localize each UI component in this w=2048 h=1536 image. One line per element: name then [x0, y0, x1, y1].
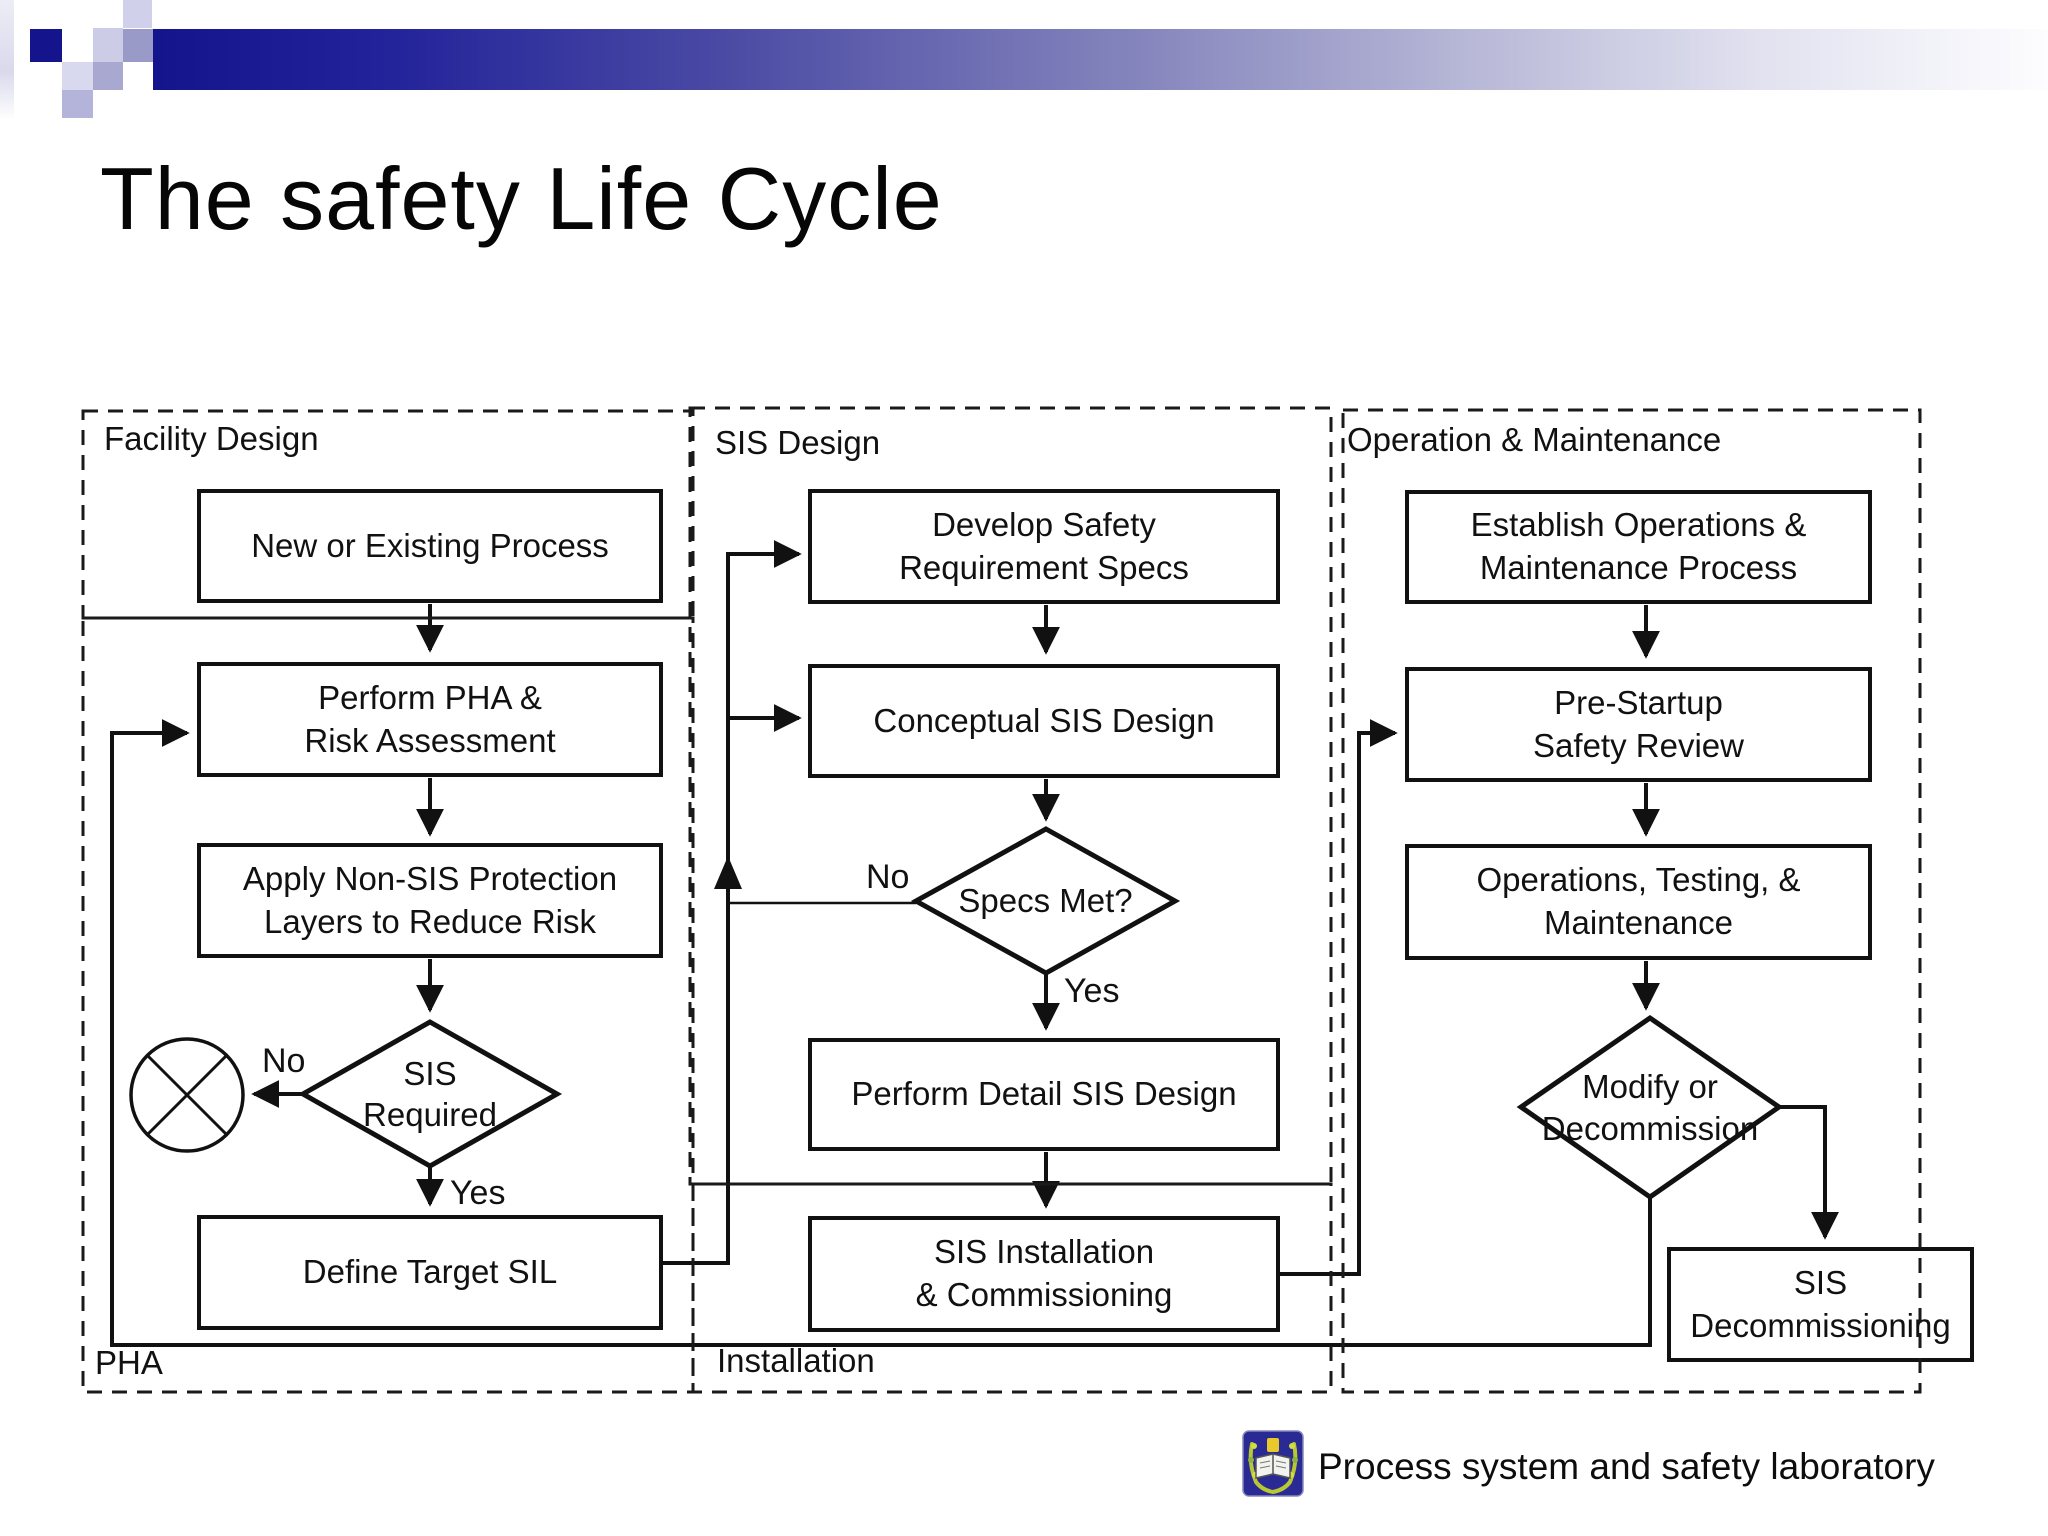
deco-square-mid2 [93, 62, 123, 90]
node-sis-decommissioning: SIS Decommissioning [1667, 1247, 1974, 1362]
left-gradient-strip [0, 0, 14, 120]
node-apply-non-sis: Apply Non-SIS Protection Layers to Reduc… [197, 843, 663, 958]
deco-square-light-top [123, 0, 152, 28]
page-title: The safety Life Cycle [100, 149, 943, 248]
node-perform-pha: Perform PHA & Risk Assessment [197, 662, 663, 777]
connector-installation-to-prestartup [1280, 719, 1398, 1276]
label-modify-decommission: Modify or Decommission [1541, 1068, 1759, 1147]
edge-label-yes-sis-required: Yes [450, 1174, 506, 1212]
node-establish-operations: Establish Operations & Maintenance Proce… [1405, 490, 1872, 604]
node-new-or-existing-process: New or Existing Process [197, 489, 663, 603]
node-sis-installation: SIS Installation & Commissioning [808, 1216, 1280, 1332]
edge-label-no-sis-required: No [262, 1042, 306, 1080]
edge-label-yes-specs-met: Yes [1064, 972, 1120, 1010]
connector-modify-to-decommissioning [1779, 1105, 1839, 1240]
university-crest-icon [1242, 1430, 1304, 1497]
label-sis-required: SIS Required [363, 1054, 497, 1133]
edge-label-no-specs-met: No [866, 858, 910, 896]
node-define-target-sil: Define Target SIL [197, 1215, 663, 1330]
node-operations-testing: Operations, Testing, & Maintenance [1405, 844, 1872, 960]
deco-square-mid3 [62, 90, 93, 118]
deco-square-light2 [62, 62, 93, 90]
deco-square-light [93, 28, 123, 62]
label-specs-met: Specs Met? [958, 882, 1133, 920]
deco-square-navy [30, 29, 62, 62]
node-conceptual-sis-design: Conceptual SIS Design [808, 664, 1280, 778]
node-develop-safety-specs: Develop Safety Requirement Specs [808, 489, 1280, 604]
lab-caption: Process system and safety laboratory [1318, 1446, 1935, 1487]
loop-up-arrowhead [714, 856, 742, 889]
node-pre-startup-review: Pre-Startup Safety Review [1405, 667, 1872, 782]
deco-square-mid [123, 29, 153, 62]
node-perform-detail-sis-design: Perform Detail SIS Design [808, 1038, 1280, 1151]
header-gradient-bar [153, 29, 2048, 90]
connector-definesil-to-developspecs [663, 540, 802, 1265]
